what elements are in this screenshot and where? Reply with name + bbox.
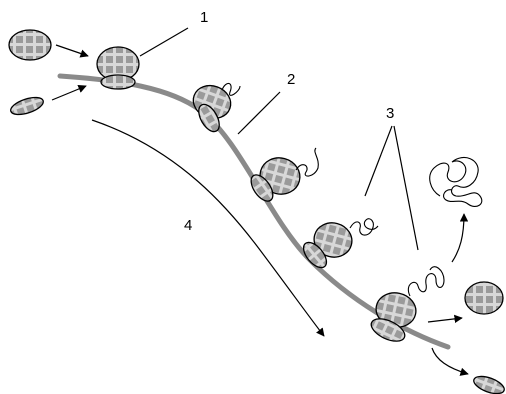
label-3: 3 [386,105,394,122]
peptide-chain-c [295,147,319,177]
peptide-chain-e [407,266,445,297]
arrow-large-subunit-in [55,44,89,58]
leader-line-3b [393,125,419,251]
ribosome-initiation [96,46,140,90]
peptide-chain-d [349,218,379,236]
arrow-to-folded-protein [451,213,469,263]
released-large-subunit [464,281,504,315]
leader-line-3a [364,125,393,197]
ribosome-termination [370,266,445,342]
peptide-chain-b [221,82,241,96]
arrow-small-subunit-out [431,347,469,376]
arrow-large-subunit-out [427,314,463,324]
leader-line-2 [237,91,281,135]
ribosome-d [302,218,379,269]
released-small-subunit [473,375,505,394]
label-1: 1 [200,9,208,26]
ribosome-b [192,82,241,133]
free-small-subunit [10,96,44,116]
leader-line-1 [139,27,189,57]
label-2: 2 [287,71,295,88]
folded-protein [429,157,483,207]
free-large-subunit [8,29,52,61]
label-4: 4 [184,217,192,234]
ribosome-c [250,147,319,202]
arrow-small-subunit-in [51,84,87,101]
direction-arrow [91,119,325,337]
